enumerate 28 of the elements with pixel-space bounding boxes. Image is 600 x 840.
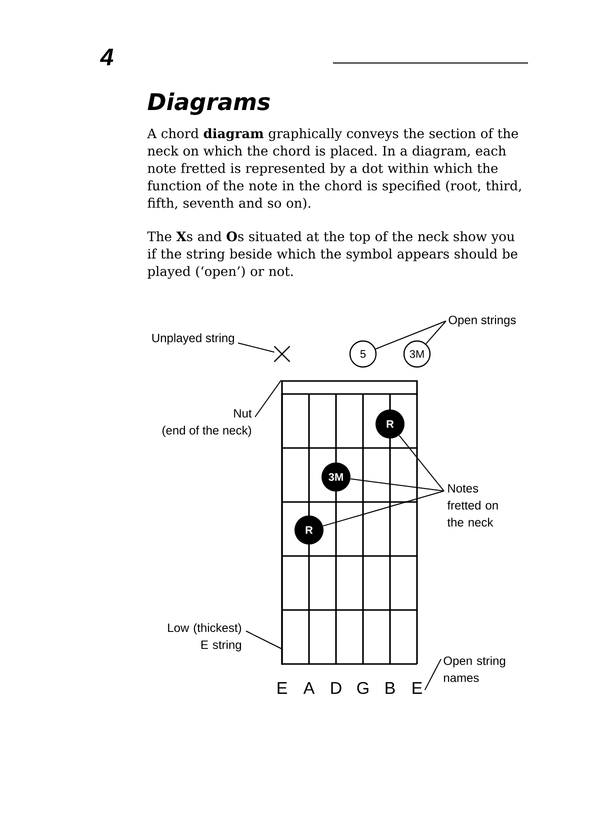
string-name: E <box>412 682 422 694</box>
body-paragraph: A chord diagram graphically conveys the section of the neck on which the chord is placed. In a diagram, each note fretted is represented by a dot within which the function of the note in the chord is specified (root, third, fifth, seventh and so on). <box>147 128 521 210</box>
leader-line <box>254 380 282 418</box>
string-name: D <box>331 682 342 694</box>
nut <box>281 380 418 395</box>
callout-label: Unplayed string <box>152 333 234 345</box>
callout-label: Low (thickest) E string <box>168 623 242 652</box>
leader-line <box>425 320 446 344</box>
page-number: 4 <box>100 48 114 66</box>
callout-label: Nut (end of the neck) <box>162 409 252 437</box>
string-name: G <box>357 682 368 694</box>
leader-line <box>238 342 275 353</box>
leader-line <box>424 658 442 690</box>
section-title: Diagrams <box>148 92 270 115</box>
string-line <box>281 393 283 665</box>
string-name: E <box>278 682 287 694</box>
callout-label: Open string names <box>444 656 506 682</box>
leader-line <box>398 434 444 492</box>
leader-line <box>246 630 282 650</box>
cross-mark <box>274 346 290 362</box>
leader-line <box>322 490 444 526</box>
string-name: A <box>303 682 315 694</box>
string-name: B <box>386 682 395 694</box>
callout-label: Open strings <box>448 315 516 327</box>
body-paragraph: The Xs and Os situated at the top of the neck show you if the string beside which the symbol appears should be played (‘open’) or not. <box>147 231 518 279</box>
leader-line <box>375 320 446 350</box>
leader-line <box>350 478 444 492</box>
callout-label: Notes fretted on the neck <box>447 484 498 527</box>
